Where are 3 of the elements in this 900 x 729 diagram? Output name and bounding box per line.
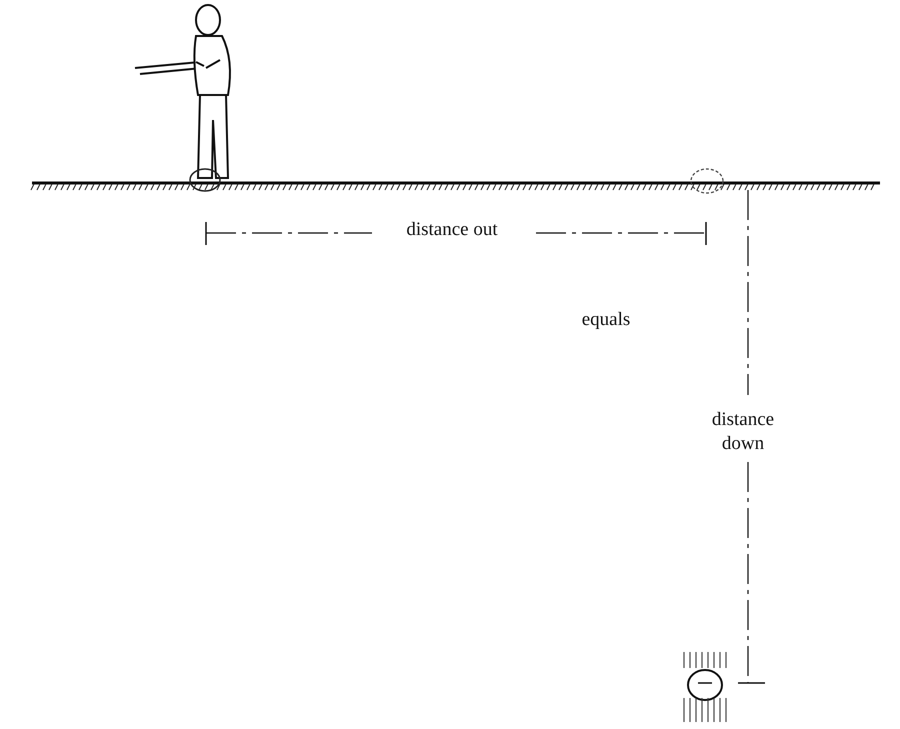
equals-label: equals — [580, 308, 632, 332]
dimension-label: distance out — [405, 218, 499, 242]
dimension-label: distance down — [710, 408, 776, 456]
